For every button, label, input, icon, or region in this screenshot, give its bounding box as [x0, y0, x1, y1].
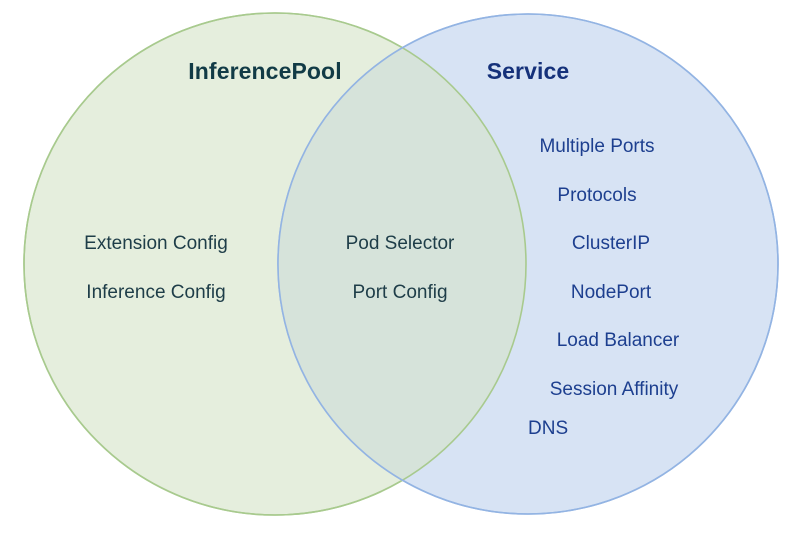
left-circle-outline	[23, 12, 527, 516]
right-circle-outline	[277, 13, 779, 515]
intersection-shape	[278, 14, 526, 514]
